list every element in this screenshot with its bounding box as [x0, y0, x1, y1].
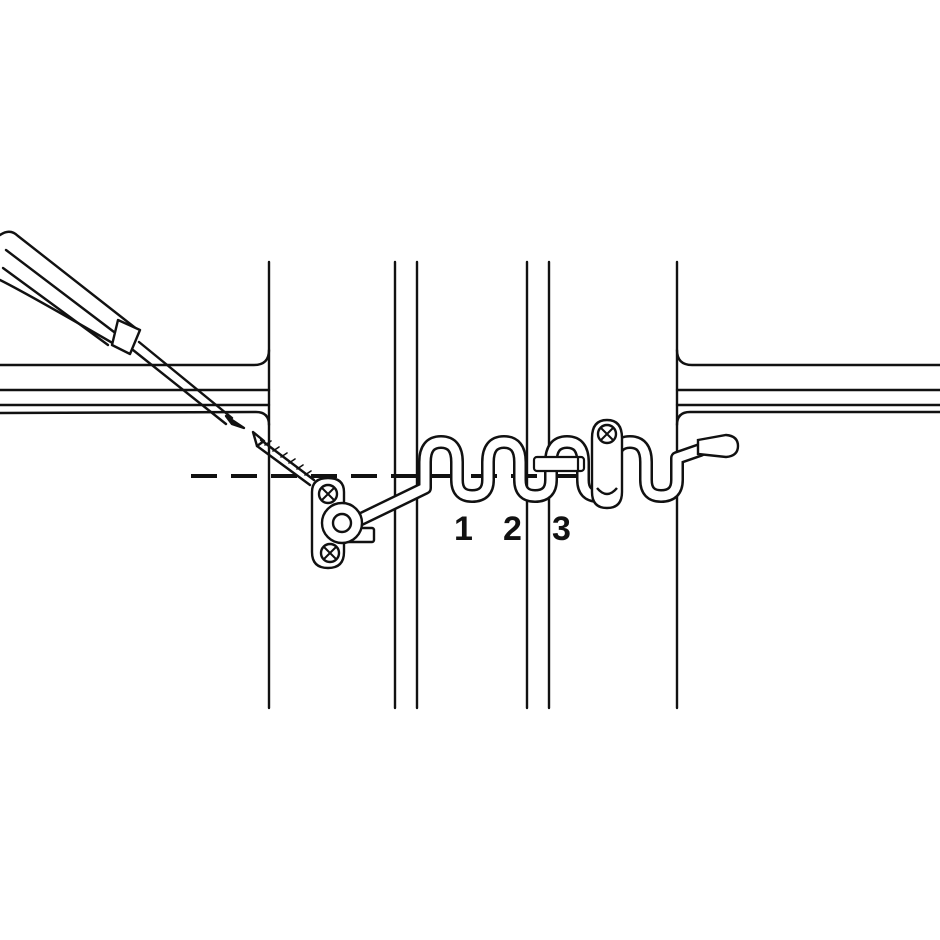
screw-icon	[251, 430, 316, 487]
step-labels: 1 2 3	[454, 510, 571, 548]
step-label-2: 2	[503, 510, 522, 548]
cable-end-tip	[696, 433, 740, 459]
right-window-frame	[675, 260, 940, 710]
cable-catch	[532, 455, 586, 473]
left-window-frame	[0, 260, 271, 710]
screwdriver-icon	[0, 230, 246, 430]
right-mounting-plate	[590, 418, 624, 510]
step-label-3: 3	[552, 510, 571, 548]
left-anchor-plate	[310, 476, 376, 570]
step-label-1: 1	[454, 510, 473, 548]
